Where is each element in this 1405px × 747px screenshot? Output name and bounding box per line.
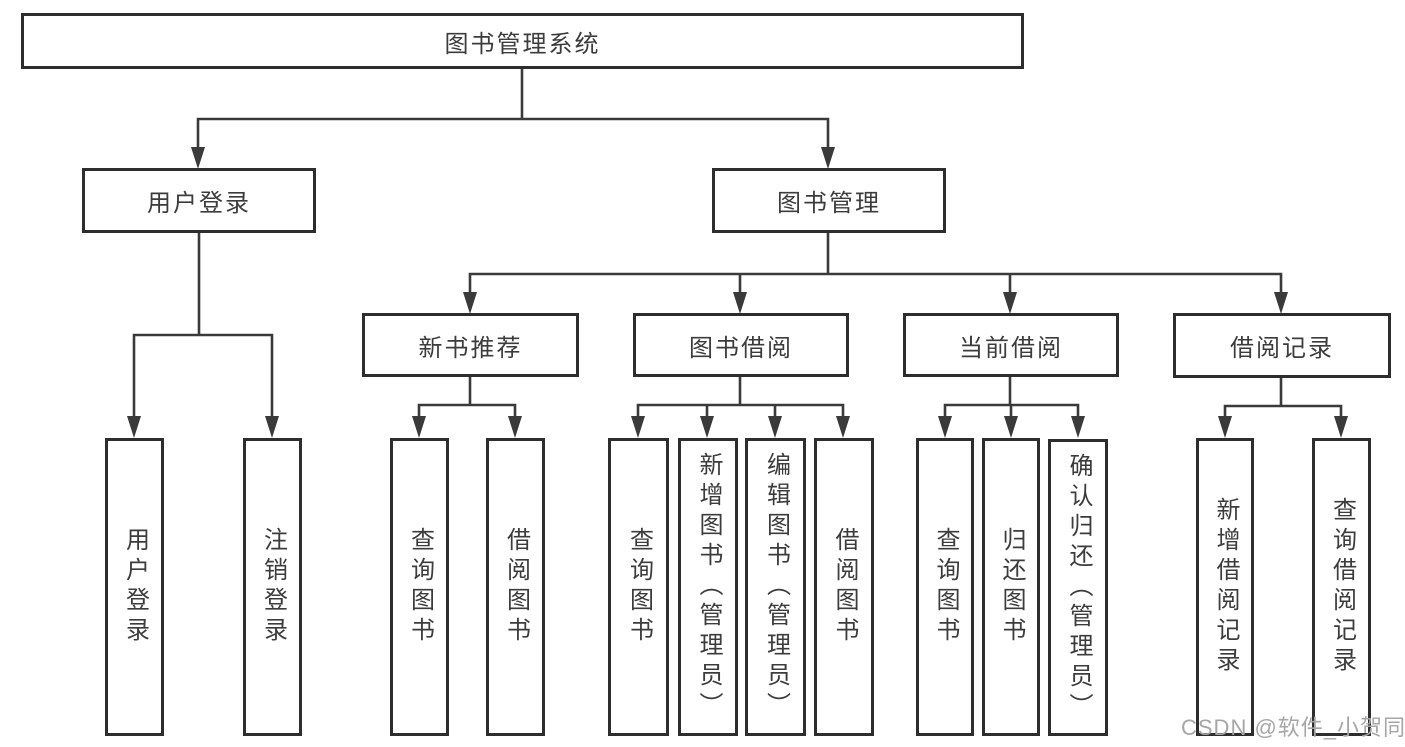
node-new-book-recommend: 新书推荐 bbox=[362, 313, 579, 377]
leaf-query-books-borrow-label: 查询图书 bbox=[625, 527, 653, 647]
leaf-borrow-books-label: 借阅图书 bbox=[831, 527, 858, 647]
node-user-login: 用户登录 bbox=[82, 168, 316, 233]
node-book-management-label: 图书管理 bbox=[777, 190, 881, 217]
node-borrow-records: 借阅记录 bbox=[1173, 313, 1391, 378]
node-new-book-recommend-label: 新书推荐 bbox=[418, 334, 523, 362]
leaf-user-login: 用户登录 bbox=[105, 438, 164, 736]
leaf-confirm-return-admin: 确认归还（管理员） bbox=[1048, 439, 1108, 736]
leaf-add-borrow-record-label: 新增借阅记录 bbox=[1212, 497, 1239, 677]
leaf-borrow-books-recommend: 借阅图书 bbox=[486, 438, 545, 736]
leaf-query-books-borrow: 查询图书 bbox=[608, 438, 669, 736]
node-root-label: 图书管理系统 bbox=[444, 30, 601, 58]
leaf-edit-book-admin: 编辑图书（管理员） bbox=[745, 438, 806, 736]
leaf-query-books-current-label: 查询图书 bbox=[932, 527, 959, 647]
node-book-management: 图书管理 bbox=[712, 168, 946, 233]
node-user-login-label: 用户登录 bbox=[147, 190, 251, 217]
leaf-add-book-admin-label: 新增图书（管理员） bbox=[695, 452, 722, 722]
node-borrow-records-label: 借阅记录 bbox=[1230, 335, 1334, 362]
leaf-query-borrow-record-label: 查询借阅记录 bbox=[1328, 497, 1356, 677]
leaf-borrow-books: 借阅图书 bbox=[814, 438, 874, 736]
leaf-query-borrow-record: 查询借阅记录 bbox=[1312, 438, 1371, 736]
node-book-borrow-label: 图书借阅 bbox=[689, 334, 793, 362]
node-book-borrow: 图书借阅 bbox=[633, 313, 849, 377]
leaf-add-book-admin: 新增图书（管理员） bbox=[678, 438, 738, 736]
csdn-watermark: CSDN @软件_小贺同学 bbox=[1181, 715, 1405, 740]
leaf-query-books-recommend-label: 查询图书 bbox=[406, 527, 434, 647]
leaf-logout: 注销登录 bbox=[243, 438, 302, 736]
leaf-return-books: 归还图书 bbox=[982, 438, 1040, 736]
leaf-return-books-label: 归还图书 bbox=[998, 527, 1025, 647]
node-current-borrow-label: 当前借阅 bbox=[959, 334, 1063, 362]
leaf-confirm-return-admin-label: 确认归还（管理员） bbox=[1065, 452, 1092, 723]
leaf-logout-label: 注销登录 bbox=[259, 527, 287, 647]
node-current-borrow: 当前借阅 bbox=[903, 313, 1119, 377]
leaf-user-login-label: 用户登录 bbox=[121, 527, 149, 647]
leaf-add-borrow-record: 新增借阅记录 bbox=[1196, 438, 1254, 736]
leaf-edit-book-admin-label: 编辑图书（管理员） bbox=[762, 452, 790, 722]
leaf-borrow-books-recommend-label: 借阅图书 bbox=[502, 527, 530, 647]
leaf-query-books-recommend: 查询图书 bbox=[390, 438, 449, 736]
leaf-query-books-current: 查询图书 bbox=[916, 438, 974, 736]
node-root: 图书管理系统 bbox=[21, 13, 1024, 69]
